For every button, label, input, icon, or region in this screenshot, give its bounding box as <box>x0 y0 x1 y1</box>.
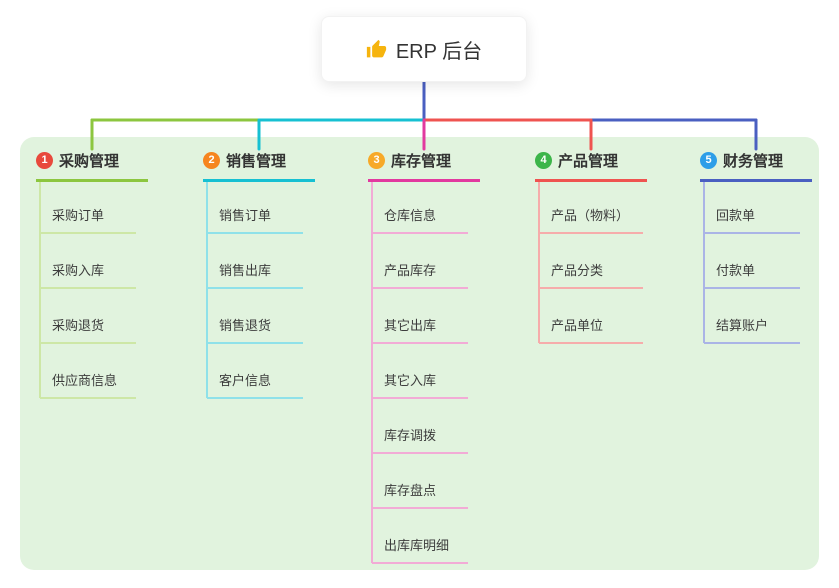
subtopic[interactable]: 回款单 <box>716 207 800 234</box>
subtopic[interactable]: 客户信息 <box>219 372 303 399</box>
thumbs-up-icon <box>366 39 386 57</box>
branch-label: 采购管理 <box>59 153 120 170</box>
root-node[interactable]: ERP 后台 <box>321 16 527 82</box>
subtopic[interactable]: 采购退货 <box>52 317 136 344</box>
branch-header-sales[interactable]: 2 销售管理 <box>203 150 315 182</box>
priority-5-badge: 5 <box>700 152 717 169</box>
subtopic[interactable]: 产品（物料） <box>551 207 643 234</box>
subtopic[interactable]: 仓库信息 <box>384 207 468 234</box>
subtopic[interactable]: 供应商信息 <box>52 372 136 399</box>
priority-4-badge: 4 <box>535 152 552 169</box>
subtopic[interactable]: 产品库存 <box>384 262 468 289</box>
subtopic[interactable]: 产品单位 <box>551 317 643 344</box>
subtopic[interactable]: 其它出库 <box>384 317 468 344</box>
subtopic[interactable]: 销售退货 <box>219 317 303 344</box>
subtopic[interactable]: 其它入库 <box>384 372 468 399</box>
branch-label: 财务管理 <box>723 153 784 170</box>
priority-1-badge: 1 <box>36 152 53 169</box>
subtopic[interactable]: 结算账户 <box>716 317 800 344</box>
subtopic[interactable]: 库存盘点 <box>384 482 468 509</box>
priority-3-badge: 3 <box>368 152 385 169</box>
branch-header-product[interactable]: 4 产品管理 <box>535 150 647 182</box>
subtopic[interactable]: 销售订单 <box>219 207 303 234</box>
subtopic[interactable]: 付款单 <box>716 262 800 289</box>
branch-header-inventory[interactable]: 3 库存管理 <box>368 150 480 182</box>
subtopic[interactable]: 销售出库 <box>219 262 303 289</box>
mindmap-group-panel <box>20 137 819 570</box>
subtopic[interactable]: 采购入库 <box>52 262 136 289</box>
subtopic[interactable]: 采购订单 <box>52 207 136 234</box>
priority-2-badge: 2 <box>203 152 220 169</box>
branch-header-purchase[interactable]: 1 采购管理 <box>36 150 148 182</box>
subtopic[interactable]: 出库库明细 <box>384 537 468 564</box>
branch-label: 产品管理 <box>558 153 619 170</box>
branch-label: 库存管理 <box>391 153 452 170</box>
branch-header-finance[interactable]: 5 财务管理 <box>700 150 812 182</box>
branch-label: 销售管理 <box>226 153 287 170</box>
root-title: ERP 后台 <box>395 40 483 63</box>
subtopic[interactable]: 库存调拨 <box>384 427 468 454</box>
subtopic[interactable]: 产品分类 <box>551 262 643 289</box>
